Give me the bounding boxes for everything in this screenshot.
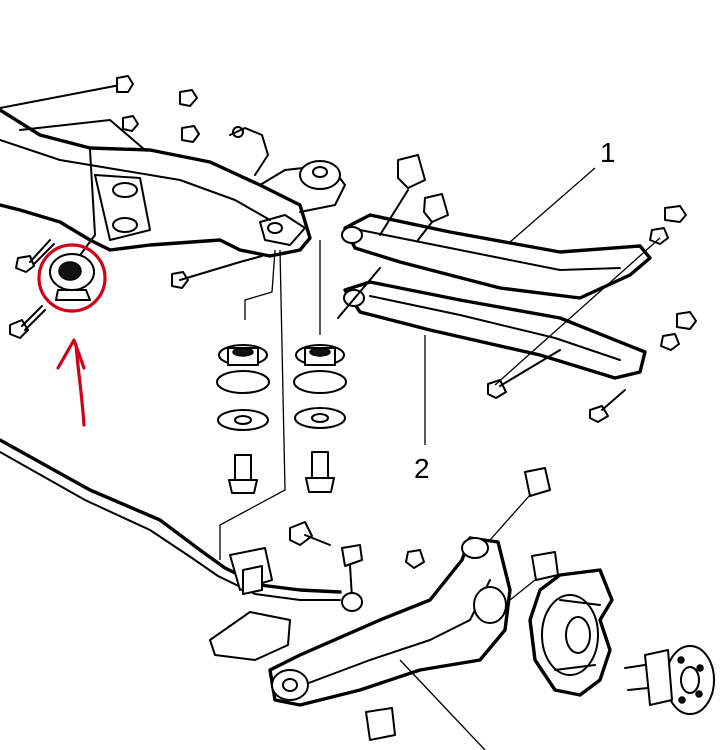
control-arm-end-fasteners — [487, 205, 697, 423]
red-indicator-arrow — [56, 338, 86, 427]
highlighted-subframe-bushing — [49, 149, 96, 301]
subframe-mounting-bolts — [0, 75, 263, 289]
trailing-arm — [268, 467, 559, 750]
callout-1: 1 — [600, 137, 616, 168]
upper-control-arm-1 — [341, 154, 652, 300]
subframe-rubber-mounts — [216, 240, 347, 560]
rear-subframe — [0, 108, 346, 258]
stabilizer-bar — [0, 438, 342, 601]
stabilizer-link — [289, 521, 425, 612]
brake-backing-plate — [528, 568, 614, 697]
callout-2: 2 — [414, 453, 430, 484]
lower-control-arm-2 — [337, 267, 647, 380]
left-bolts — [9, 239, 55, 339]
leader-line-1 — [509, 167, 596, 243]
wheel-hub — [624, 645, 715, 715]
red-highlight-circle — [37, 243, 107, 313]
stabilizer-bracket — [209, 611, 291, 661]
